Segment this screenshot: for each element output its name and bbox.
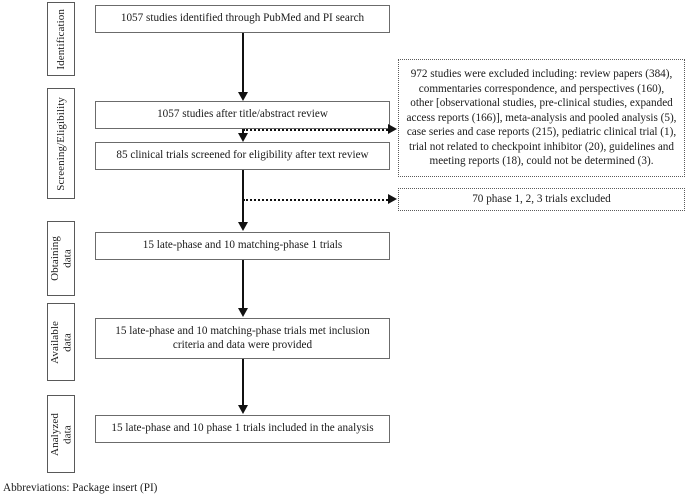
- node-matched-trials: 15 late-phase and 10 matching-phase 1 tr…: [95, 232, 390, 260]
- stage-label-analyzed-data: Analyzed data: [47, 395, 75, 473]
- stage-label-screening-eligibility-text: Screening/Eligibility: [54, 96, 67, 191]
- stage-label-obtaining-data: Obtaining data: [47, 221, 75, 296]
- node-inclusion-criteria: 15 late-phase and 10 matching-phase tria…: [95, 318, 390, 359]
- node-title-abstract-text: 1057 studies after title/abstract review: [157, 108, 328, 121]
- connector-dotted-to-excluded-972: [243, 129, 388, 131]
- node-matched-trials-text: 15 late-phase and 10 matching-phase 1 tr…: [142, 239, 343, 252]
- figure-footnote: Abbreviations: Package insert (PI): [3, 482, 158, 494]
- connector-inclusion-to-analysis: [242, 359, 244, 406]
- connector-dotted-to-excluded-70: [243, 199, 388, 201]
- connector-matched-to-inclusion: [242, 260, 244, 309]
- arrowhead-screened-to-matched: [237, 222, 248, 231]
- arrowhead-dotted-to-excluded-70: [388, 194, 397, 204]
- node-inclusion-criteria-text: 15 late-phase and 10 matching-phase tria…: [115, 325, 370, 351]
- node-analysis-included-text: 15 late-phase and 10 phase 1 trials incl…: [111, 422, 374, 435]
- node-identified-text: 1057 studies identified through PubMed a…: [120, 12, 365, 25]
- node-excluded-70-text: 70 phase 1, 2, 3 trials excluded: [472, 193, 611, 206]
- node-excluded-70: 70 phase 1, 2, 3 trials excluded: [398, 188, 685, 211]
- node-screened-full-text-text: 85 clinical trials screened for eligibil…: [116, 149, 369, 162]
- stage-label-obtaining-data-text: Obtaining data: [48, 236, 74, 281]
- connector-screened-to-matched: [242, 170, 244, 223]
- stage-label-available-data: Available data: [47, 303, 75, 381]
- stage-label-identification-text: Identification: [54, 8, 67, 70]
- stage-label-analyzed-data-text: Analyzed data: [48, 412, 74, 456]
- stage-label-identification: Identification: [47, 2, 75, 76]
- connector-identified-to-title-abstract: [242, 33, 244, 93]
- arrowhead-dotted-to-excluded-972: [388, 124, 397, 134]
- stage-label-screening-eligibility: Screening/Eligibility: [47, 88, 75, 199]
- arrowhead-identified-to-title-abstract: [237, 92, 248, 101]
- arrowhead-inclusion-to-analysis: [237, 405, 248, 414]
- node-screened-full-text: 85 clinical trials screened for eligibil…: [95, 142, 390, 170]
- node-identified: 1057 studies identified through PubMed a…: [95, 5, 390, 33]
- arrowhead-matched-to-inclusion: [237, 308, 248, 317]
- node-excluded-972-text: 972 studies were excluded including: rev…: [406, 67, 677, 168]
- connector-title-abstract-to-screened: [242, 129, 244, 134]
- node-excluded-972: 972 studies were excluded including: rev…: [398, 59, 685, 177]
- node-analysis-included: 15 late-phase and 10 phase 1 trials incl…: [95, 415, 390, 443]
- stage-label-available-data-text: Available data: [48, 320, 74, 364]
- arrowhead-title-abstract-to-screened: [237, 133, 248, 142]
- node-title-abstract: 1057 studies after title/abstract review: [95, 101, 390, 129]
